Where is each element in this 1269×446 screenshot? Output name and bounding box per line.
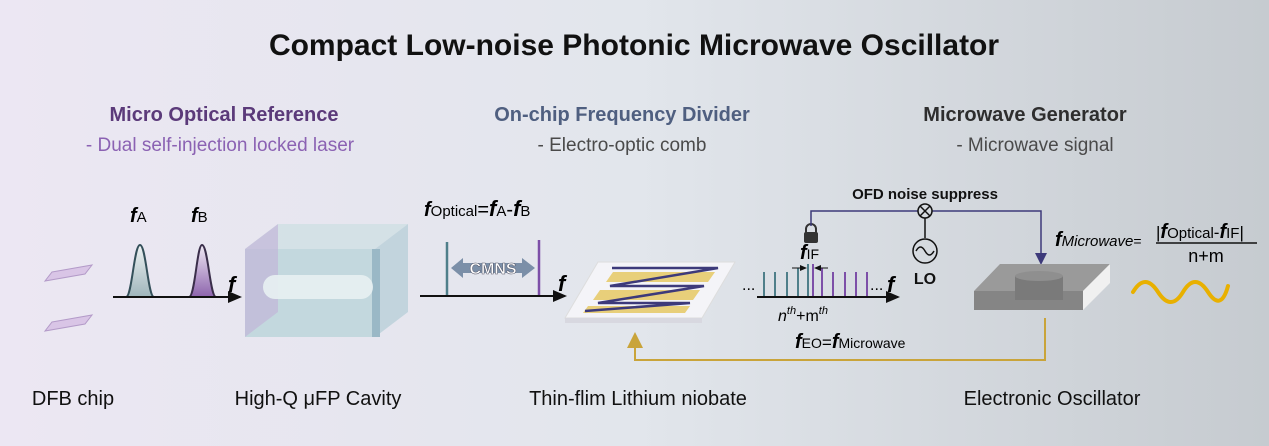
- svg-text:|fOptical-fIF|: |fOptical-fIF|: [1156, 221, 1244, 243]
- dfb-chip-icon: [43, 264, 94, 332]
- ofd-label: OFD noise suppress: [852, 186, 998, 203]
- lo-label: LO: [914, 271, 936, 288]
- mixer-icon: [917, 203, 933, 238]
- label-electronic-oscillator: Electronic Oscillator: [964, 388, 1141, 410]
- section-heading-microwave-generator: Microwave Generator: [923, 104, 1127, 126]
- microwave-frequency-formula: fMicrowave= |fOptical-fIF| n+m: [1055, 221, 1257, 266]
- local-oscillator-icon: [912, 238, 938, 264]
- label-lithium-niobate: Thin-flim Lithium niobate: [529, 388, 747, 410]
- svg-text:f: f: [228, 272, 238, 297]
- section-heading-optical-reference: Micro Optical Reference: [110, 104, 339, 126]
- section-sub-frequency-divider: - Electro-optic comb: [538, 135, 707, 156]
- ofd-loop-line: [810, 210, 1041, 262]
- svg-text:f: f: [558, 271, 568, 296]
- svg-text:fOptical=fA-fB: fOptical=fA-fB: [424, 196, 530, 221]
- svg-text:fIF: fIF: [800, 242, 819, 264]
- section-heading-frequency-divider: On-chip Frequency Divider: [494, 104, 750, 126]
- page-title: Compact Low-noise Photonic Microwave Osc…: [269, 29, 999, 62]
- section-sub-microwave-generator: - Microwave signal: [956, 135, 1113, 156]
- svg-text:fB: fB: [191, 205, 208, 227]
- eo-comb-spectrum: ... ... f fIF nth+mth: [742, 242, 900, 325]
- fp-cavity-icon: [245, 224, 408, 337]
- svg-text:f: f: [887, 272, 897, 297]
- label-dfb-chip: DFB chip: [32, 388, 114, 410]
- lithium-niobate-chip-icon: [564, 261, 736, 323]
- microwave-signal-wave-icon: [1131, 280, 1230, 304]
- svg-text:...: ...: [742, 277, 755, 294]
- svg-text:nth+mth: nth+mth: [778, 305, 828, 325]
- svg-text:fMicrowave=: fMicrowave=: [1055, 229, 1142, 251]
- svg-text:n+m: n+m: [1188, 246, 1224, 266]
- label-cavity: High-Q μFP Cavity: [235, 388, 402, 410]
- cmns-label: CMNS: [469, 261, 516, 278]
- svg-text:fA: fA: [130, 205, 147, 227]
- laser-spectrum: fA fB f: [113, 205, 242, 303]
- svg-text:...: ...: [870, 277, 883, 294]
- electronic-oscillator-icon: [974, 264, 1110, 310]
- feedback-equation: fEO=fMicrowave: [795, 331, 906, 353]
- section-sub-optical-reference: - Dual self-injection locked laser: [86, 135, 355, 156]
- optical-spectrum: fOptical=fA-fB CMNS f: [420, 196, 568, 302]
- feedback-loop-line: [627, 318, 1046, 361]
